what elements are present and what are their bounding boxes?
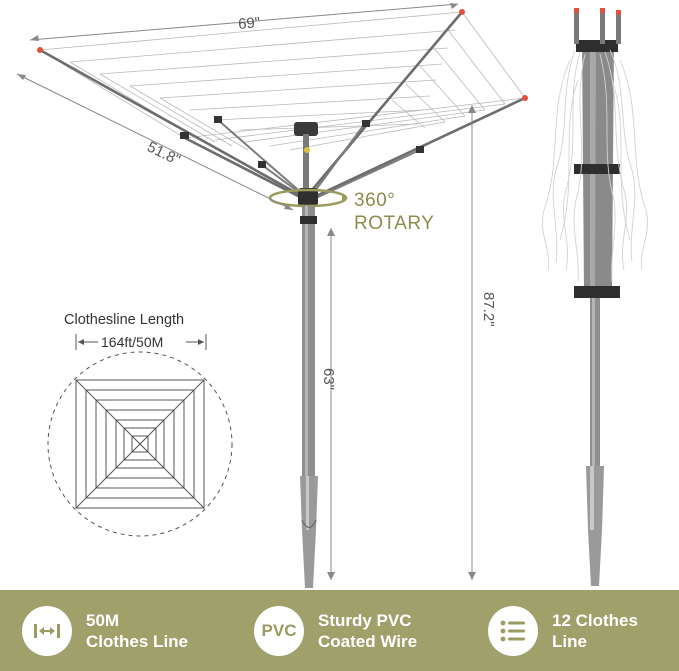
clothesline-title: Clothesline Length <box>64 312 184 328</box>
folded-pole <box>586 298 604 586</box>
feature-clothes-line-label: 50M Clothes Line <box>86 610 189 651</box>
folded-wires <box>542 49 648 283</box>
arm-label: 51.8" <box>144 138 182 168</box>
dryer-struts <box>217 119 421 199</box>
feature-12-lines-label: 12 Clothes Line <box>552 610 638 651</box>
dimension-width <box>29 3 459 41</box>
rotary-label: ROTARY <box>354 213 434 234</box>
feature-pvc-wire-label: Sturdy PVC Coated Wire <box>318 610 418 651</box>
pole-height-label: 63" <box>320 368 337 390</box>
clothesline-length: 164ft/50M <box>101 334 163 350</box>
feature-bar: 50M Clothes Line PVC Sturdy PVC Coated W… <box>0 590 679 671</box>
arm-clamps <box>180 116 424 168</box>
pvc-text-icon: PVC <box>254 605 304 656</box>
top-hub <box>294 122 318 192</box>
folded-dryer <box>574 8 621 298</box>
rotary-hub <box>298 188 318 206</box>
feature-pvc-wire: PVC Sturdy PVC Coated Wire <box>254 590 417 671</box>
width-label: 69" <box>237 14 260 33</box>
dimension-arm <box>16 73 294 211</box>
feature-12-lines: 12 Clothes Line <box>488 590 638 671</box>
dimension-total-height <box>468 105 476 580</box>
product-scene: 69" 51.8" 87.2" 63" 360° ROTARY Clothesl… <box>16 3 648 588</box>
canopy-lines <box>39 11 526 151</box>
rotary-degrees: 360° <box>354 190 395 211</box>
arm-tips <box>37 9 528 101</box>
dimension-pole-height <box>327 228 335 580</box>
clothesline-length-dimension <box>75 334 207 350</box>
list-lines-icon <box>488 605 538 656</box>
clothesline-diagram <box>47 351 233 537</box>
ground-spike <box>300 476 318 588</box>
total-height-label: 87.2" <box>480 292 497 327</box>
main-pole <box>300 206 317 476</box>
length-arrows-icon <box>22 605 72 656</box>
feature-clothes-line: 50M Clothes Line <box>22 590 188 671</box>
